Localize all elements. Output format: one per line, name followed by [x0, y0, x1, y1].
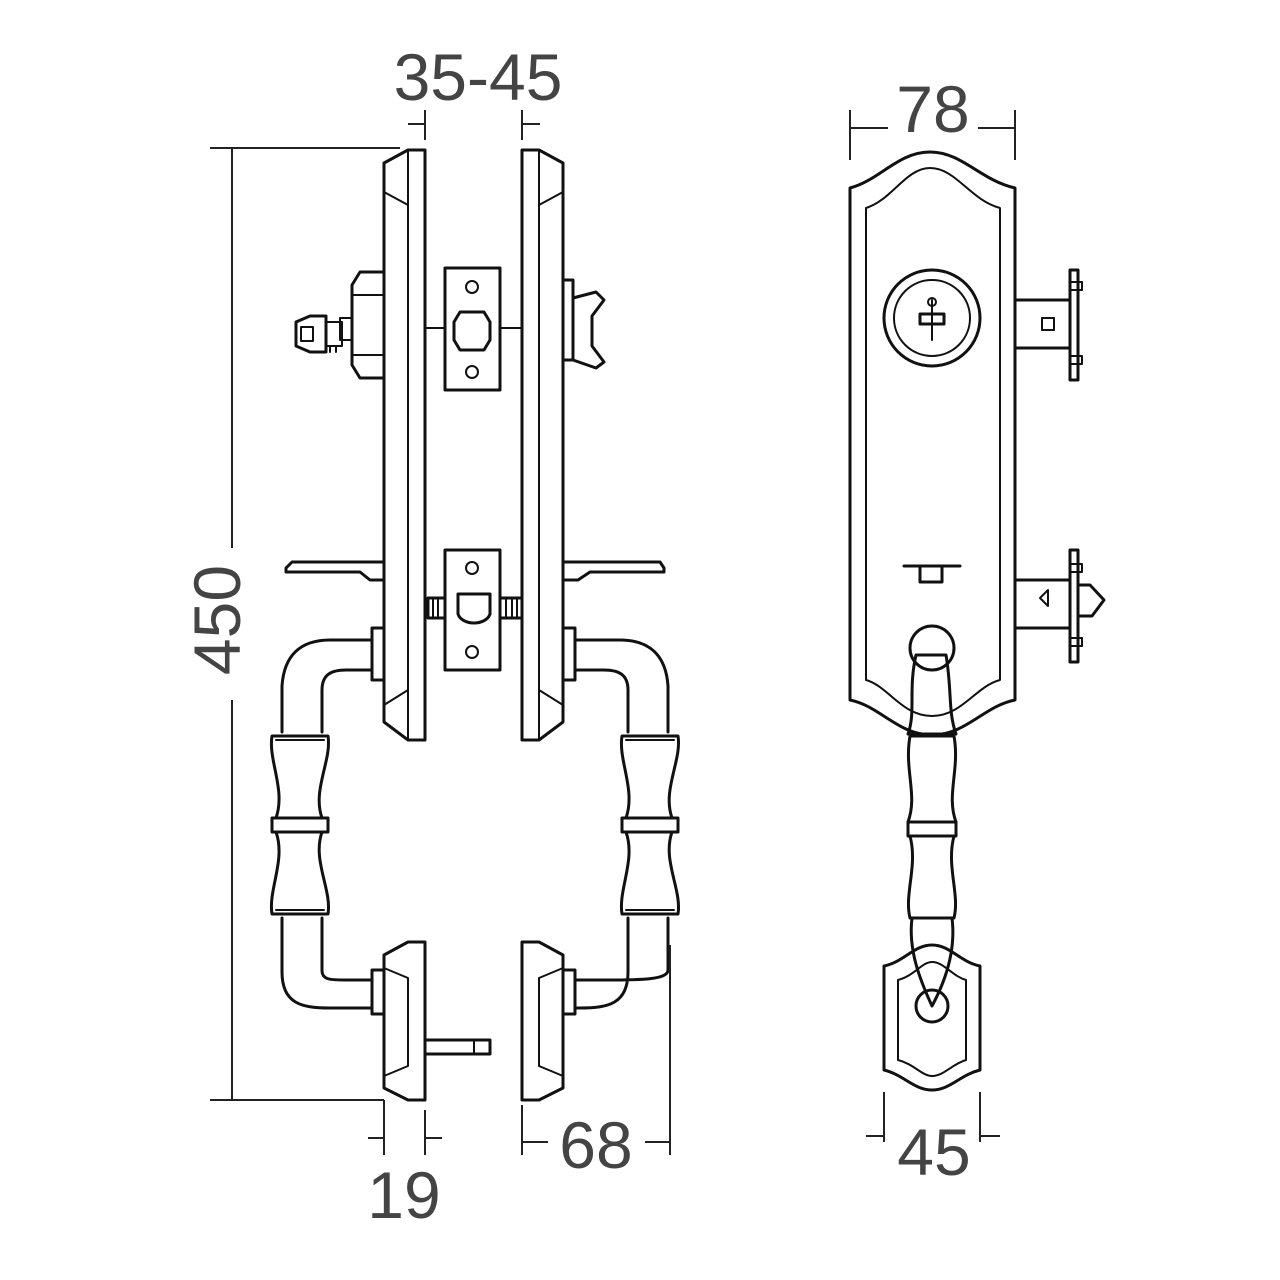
dim-rosette-width: 45 [897, 1115, 970, 1189]
inner-escutcheon-plate [520, 148, 565, 742]
outer-escutcheon-plate [382, 148, 427, 742]
front-lever-handle [906, 624, 958, 1008]
privacy-indicator-icon [902, 564, 962, 584]
dim-rosette-depth: 19 [367, 1158, 440, 1232]
front-rosette [882, 943, 982, 1092]
dim-door-thickness: 35-45 [394, 40, 563, 114]
front-escutcheon-plate [848, 150, 1017, 737]
left-lever-handle [269, 626, 386, 1016]
plate-wings [284, 560, 666, 582]
key-cylinder [882, 268, 982, 368]
deadbolt-cylinder [339, 270, 386, 380]
dim-overall-height: 450 [180, 565, 254, 675]
thumb-turn [561, 278, 606, 370]
left-lower-rosette [382, 940, 427, 1102]
dim-front-width: 78 [896, 72, 969, 146]
dimension-lines [210, 110, 1016, 1155]
lower-latch-faceplate [426, 548, 524, 672]
spindle [423, 1038, 492, 1056]
right-lever-handle [561, 626, 681, 1016]
front-view [848, 150, 1106, 1092]
front-deadbolt [1013, 268, 1083, 382]
right-lower-rosette [520, 940, 565, 1102]
key-icon [294, 314, 343, 354]
upper-latch-faceplate [424, 266, 523, 392]
front-latch [1013, 548, 1106, 664]
dim-handle-projection: 68 [559, 1108, 632, 1182]
side-view [269, 148, 681, 1102]
